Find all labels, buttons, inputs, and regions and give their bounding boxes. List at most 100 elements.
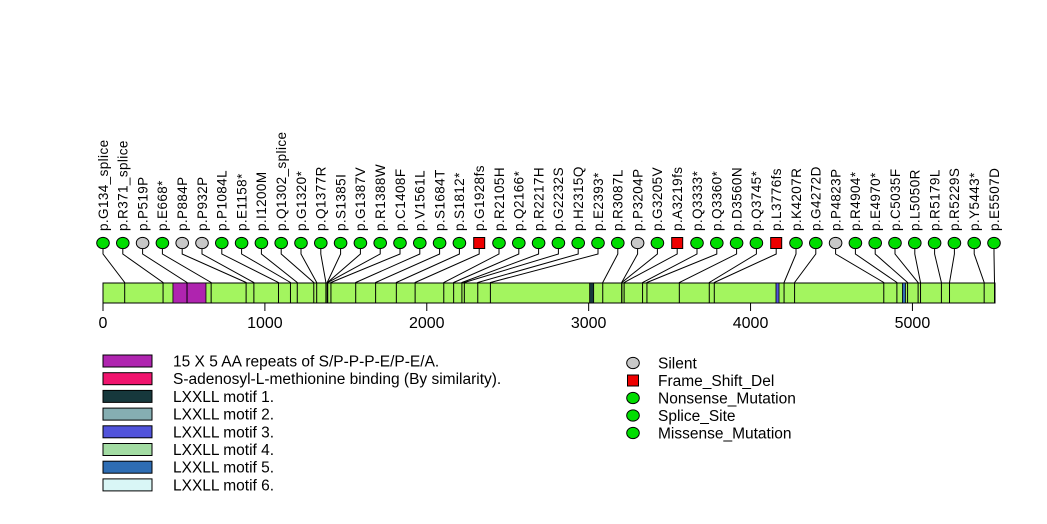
protein-bar — [102, 282, 996, 304]
mutation-marker — [809, 236, 823, 250]
mutation-label: p.L5050R — [908, 169, 923, 231]
mutation-label: p.G4272D — [809, 166, 824, 231]
mutation-type-legend-swatch — [626, 409, 640, 422]
mutation-marker — [650, 236, 665, 250]
connector-line — [414, 248, 480, 303]
mutation-label: p.R1388W — [373, 164, 388, 231]
connector-line — [489, 248, 599, 303]
mutation-marker — [373, 236, 388, 250]
domain-legend-label: LXXLL motif 4. — [173, 442, 274, 459]
connector-line — [934, 248, 942, 303]
domain-legend-label: S-adenosyl-L-methionine binding (By simi… — [173, 371, 501, 388]
mutation-label: p.C5035F — [888, 169, 903, 232]
connector-line — [355, 248, 421, 303]
mutation-label: p.Q3745* — [749, 170, 764, 231]
mutation-marker — [630, 236, 645, 250]
mutation-label: p.S1812* — [452, 172, 467, 231]
mutation-marker — [690, 236, 704, 250]
mutation-marker — [353, 236, 368, 250]
mutation-marker — [314, 236, 328, 250]
connector-line — [280, 248, 315, 303]
mutation-marker — [710, 236, 724, 250]
mutation-label: p.G1320* — [294, 170, 309, 231]
mutation-label: p.R371_splice — [116, 140, 131, 231]
mutation-marker — [551, 236, 566, 250]
domain-legend-swatch — [102, 389, 153, 403]
connector-line — [642, 248, 698, 303]
mutation-label: p.Q2166* — [512, 170, 527, 231]
mutation-marker — [473, 237, 486, 249]
connector-line — [646, 248, 718, 303]
connector-line — [835, 248, 885, 303]
mutation-marker — [432, 236, 447, 250]
mutation-marker — [492, 236, 506, 250]
mutation-marker — [848, 236, 863, 250]
mutation-marker — [452, 236, 467, 250]
connector-line — [602, 248, 619, 303]
domain-legend-swatch — [102, 478, 153, 492]
mutation-type-legend-label: Frame_Shift_Del — [658, 373, 774, 390]
connector-line — [713, 248, 777, 303]
mutation-label: p.S1385I — [333, 174, 348, 231]
connector-line — [874, 248, 909, 303]
mutation-label: p.G3205V — [650, 167, 665, 231]
domain-legend-swatch — [102, 460, 153, 474]
axis-tick-label: 5000 — [895, 315, 931, 332]
connector-line — [463, 248, 559, 303]
mutation-type-legend-swatch — [626, 356, 640, 370]
connector-line — [201, 248, 255, 303]
connector-line — [330, 248, 401, 303]
mutation-type-legend-label: Silent — [658, 356, 697, 373]
mutation-marker — [749, 236, 764, 250]
connector-line — [973, 248, 985, 303]
mutation-marker — [987, 236, 1001, 250]
connector-line — [327, 248, 381, 303]
connector-line — [241, 248, 291, 303]
connector-line — [453, 248, 520, 303]
connector-line — [161, 248, 212, 303]
mutation-label: p.Y5443* — [967, 172, 982, 231]
mutation-label: p.E4970* — [868, 172, 883, 231]
mutation-marker — [294, 236, 308, 250]
mutation-label: p.E5507D — [987, 168, 1002, 231]
mutation-marker — [571, 236, 586, 250]
domain-feature — [775, 282, 780, 304]
mutation-marker — [770, 237, 783, 249]
mutation-type-legend-swatch — [626, 426, 640, 440]
axis-tick-label: 4000 — [733, 315, 769, 332]
mutation-label: p.Q3333* — [690, 170, 705, 231]
connector-line — [300, 248, 318, 303]
mutation-marker — [671, 237, 684, 249]
mutation-label: p.I1200M — [254, 172, 269, 232]
mutation-marker — [155, 236, 170, 250]
connector-line — [142, 248, 188, 303]
mutation-label: p.P3204P — [630, 169, 645, 232]
connector-line — [783, 248, 797, 303]
mutation-marker — [908, 236, 922, 250]
connector-line — [181, 248, 247, 303]
mutation-label: p.R5179L — [927, 169, 942, 231]
connector-line — [914, 248, 922, 303]
domain-legend-swatch — [102, 407, 153, 421]
connector-line — [949, 248, 955, 303]
mutation-label: p.L3776fs — [769, 168, 784, 231]
connector-line — [477, 248, 579, 303]
mutation-marker — [828, 236, 843, 250]
mutation-label: p.R5229S — [947, 168, 962, 231]
connector-line — [320, 248, 327, 303]
mutation-label: p.P884P — [175, 176, 190, 231]
domain-legend-label: LXXLL motif 6. — [173, 477, 274, 494]
axis-tick-label: 3000 — [571, 315, 607, 332]
mutation-marker — [927, 236, 942, 250]
domain-legend-label: LXXLL motif 2. — [173, 407, 274, 424]
connector-line — [461, 248, 540, 303]
mutation-marker — [512, 236, 526, 250]
domain-legend-label: 15 X 5 AA repeats of S/P-P-P-E/P-E/A. — [173, 354, 439, 371]
mutation-label: p.S1684T — [432, 169, 447, 231]
axis-tick-label: 1000 — [247, 315, 283, 332]
mutation-label: p.G1387V — [353, 167, 368, 231]
mutation-label: p.V1561L — [413, 170, 428, 231]
mutation-marker — [591, 236, 605, 250]
mutation-marker — [195, 236, 209, 250]
